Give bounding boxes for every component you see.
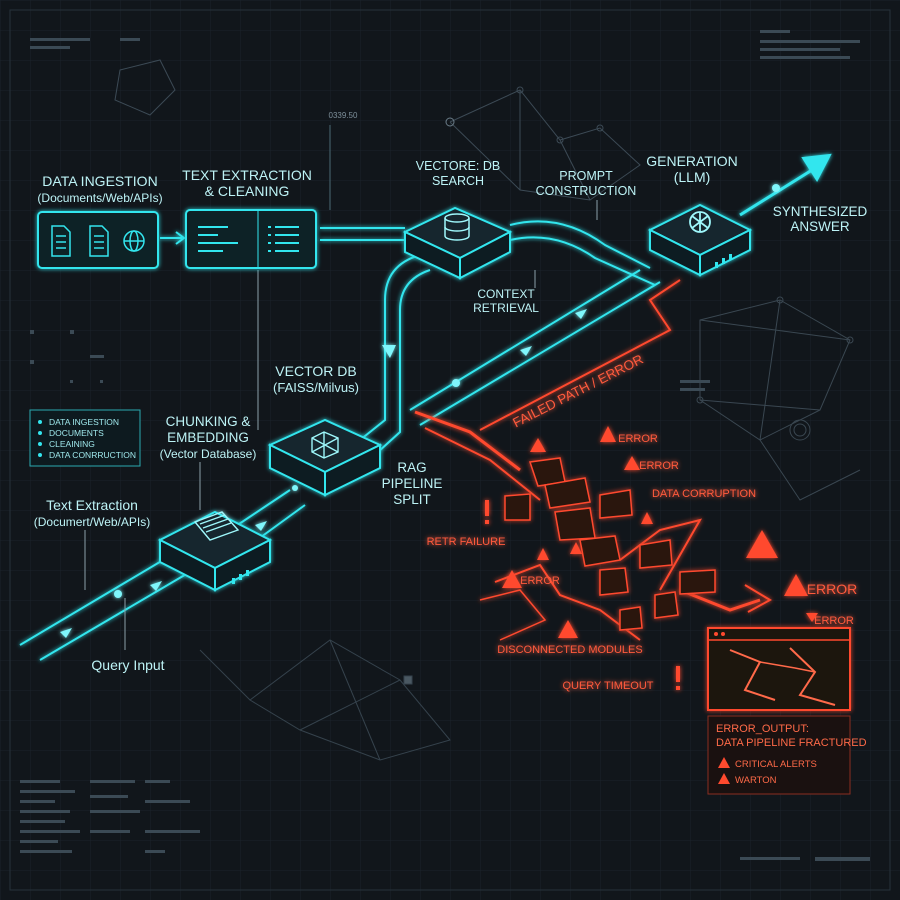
warning-icon	[530, 438, 546, 452]
prompt-construction-subtitle: CONSTRUCTION	[536, 184, 637, 198]
warning-icon	[718, 757, 730, 768]
warning-icon	[624, 456, 640, 470]
broken-terminal-window	[707, 627, 851, 711]
warning-icon	[784, 574, 808, 596]
document-icon	[89, 225, 109, 257]
warning-icons	[485, 426, 808, 690]
warning-icon	[600, 426, 616, 442]
shattered-fragments	[504, 457, 716, 631]
warning-icon	[537, 548, 549, 560]
document-icon	[51, 225, 71, 257]
vector-db-search-node	[402, 206, 513, 280]
synthesized-answer-title: SYNTHESIZED	[773, 204, 868, 219]
legend-item: CLEAINING	[49, 439, 95, 449]
error-output-message: DATA PIPELINE FRACTURED	[716, 737, 867, 749]
prompt-construction-title: PROMPT	[559, 169, 613, 183]
warning-icon	[718, 773, 730, 784]
warning-icon	[746, 530, 778, 558]
vector-db-title: VECTOR DB	[275, 363, 356, 379]
text-extraction-subtitle: & CLEANING	[205, 183, 290, 199]
vector-db-search-title: VECTORE: DB	[416, 159, 501, 173]
flow-markers	[60, 184, 780, 638]
chunking-title: CHUNKING &	[166, 414, 251, 429]
decor-text-blocks	[20, 30, 870, 861]
network-graph-bottom	[199, 639, 451, 761]
data-ingestion-subtitle: (Documents/Web/APIs)	[37, 191, 162, 205]
error-label: ERROR	[520, 575, 560, 587]
llm-logo-icon	[689, 211, 711, 233]
legend-item: DOCUMENTS	[49, 428, 104, 438]
synthesized-answer-subtitle: ANSWER	[790, 219, 850, 234]
text-extraction-cleaning-module	[185, 209, 317, 269]
retr-failure-label: RETR FAILURE	[427, 536, 506, 548]
data-ingestion-module	[37, 211, 159, 269]
legend-item: DATA CONRRUCTION	[49, 450, 136, 460]
text-extraction-lower-subtitle: (Documert/Web/APIs)	[34, 515, 150, 529]
data-corruption-label: DATA CORRUPTION	[652, 488, 756, 500]
text-extraction-lower-title: Text Extraction	[46, 497, 138, 513]
warton-label: WARTON	[735, 775, 777, 786]
network-graph-right	[696, 296, 861, 501]
chunking-note: (Vector Database)	[160, 447, 257, 461]
document-stack-icon	[193, 511, 240, 541]
generation-subtitle: (LLM)	[674, 169, 711, 185]
rag-split-label-1: RAG	[397, 460, 426, 475]
generation-title: GENERATION	[646, 153, 738, 169]
warning-icon	[502, 570, 522, 588]
embedding-icon	[311, 431, 339, 459]
vector-db-search-subtitle: SEARCH	[432, 174, 484, 188]
query-timeout-label: QUERY TIMEOUT	[562, 680, 653, 692]
pipeline-labels: DATA INGESTION (Documents/Web/APIs) TEXT…	[34, 153, 868, 673]
error-big-label: ERROR	[807, 581, 858, 597]
readout-label: 0339.50	[329, 111, 358, 120]
error-output-panel: ERROR_OUTPUT: DATA PIPELINE FRACTURED CR…	[707, 715, 867, 795]
rag-split-label-2: PIPELINE	[382, 476, 443, 491]
web-icon	[123, 230, 145, 252]
text-extraction-title: TEXT EXTRACTION	[182, 167, 312, 183]
context-retrieval-subtitle: RETRIEVAL	[473, 301, 539, 315]
generation-llm-node	[647, 203, 753, 277]
context-retrieval-title: CONTEXT	[477, 287, 535, 301]
disconnected-modules-label: DISCONNECTED MODULES	[497, 644, 642, 656]
query-input-label: Query Input	[91, 657, 164, 673]
database-icon	[444, 213, 470, 241]
vector-db-node	[267, 418, 383, 497]
rag-split-label-3: SPLIT	[393, 492, 431, 507]
network-graph-top	[114, 59, 641, 201]
data-ingestion-title: DATA INGESTION	[42, 173, 157, 189]
warning-icon	[641, 512, 653, 524]
warning-icon	[558, 620, 578, 638]
error-output-title: ERROR_OUTPUT:	[716, 723, 809, 735]
error-small-label: ERROR	[814, 615, 854, 627]
main-flow	[19, 153, 832, 661]
chunking-subtitle: EMBEDDING	[167, 430, 249, 445]
warning-icon	[570, 542, 582, 554]
vector-db-subtitle: (FAISS/Milvus)	[273, 380, 359, 395]
critical-alerts-label: CRITICAL ALERTS	[735, 759, 817, 770]
error-label: ERROR	[639, 460, 679, 472]
error-label: ERROR	[618, 433, 658, 445]
legend: DATA INGESTION DOCUMENTS CLEAINING DATA …	[29, 409, 141, 467]
legend-item: DATA INGESTION	[49, 417, 119, 427]
chunking-embedding-node	[157, 510, 273, 592]
